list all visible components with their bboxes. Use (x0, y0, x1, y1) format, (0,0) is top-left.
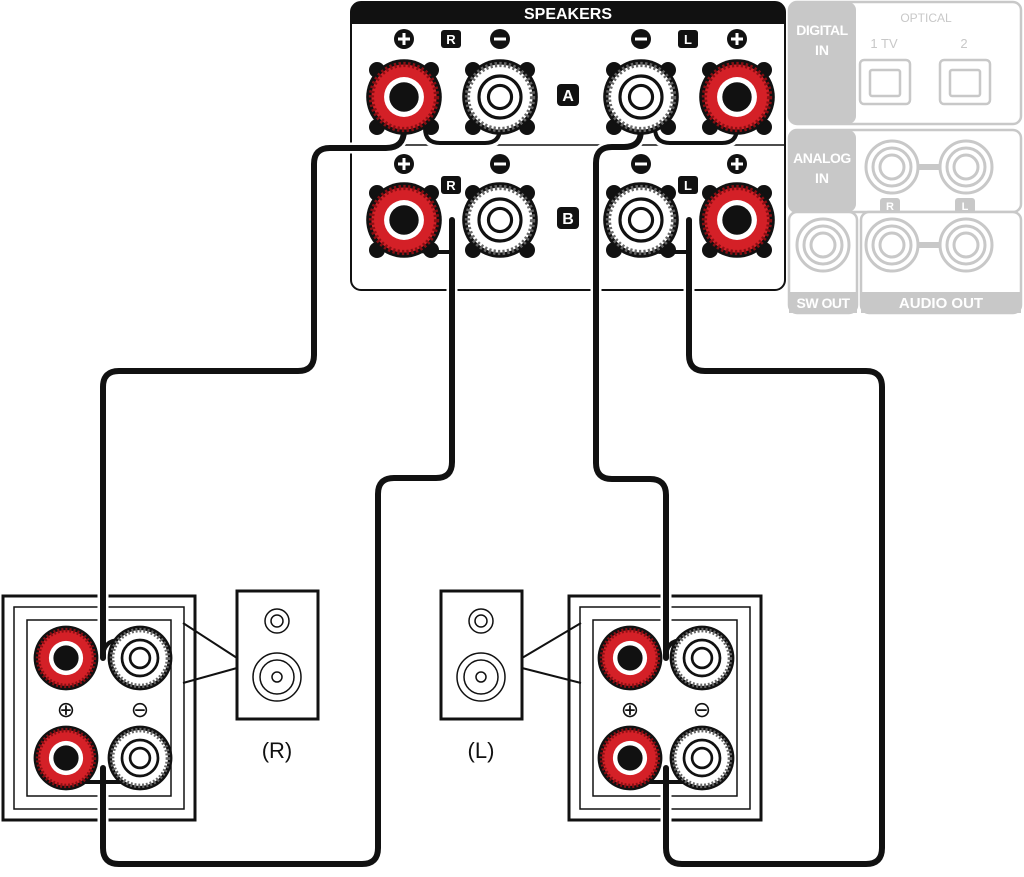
sw-out-label: SW OUT (797, 295, 851, 311)
a-right-positive-terminal[interactable] (366, 59, 442, 135)
left-minus-symbol: ⊖ (693, 697, 711, 722)
zone-b-r-label: R (446, 178, 456, 193)
digital-in-label-1: DIGITAL (796, 22, 848, 38)
left-speaker-upper-positive-terminal[interactable] (598, 626, 663, 691)
input-labels: DIGITAL IN OPTICAL 1 TV 2 ANALOG IN R L … (793, 11, 983, 312)
speakers-title: SPEAKERS (524, 6, 612, 23)
right-speaker-upper-positive-terminal[interactable] (34, 626, 99, 691)
left-tweeter (468, 608, 494, 634)
optical-2-label: 2 (960, 36, 967, 51)
right-woofer (252, 652, 302, 702)
audio-out-label: AUDIO OUT (899, 295, 983, 312)
digital-in-label-2: IN (815, 42, 829, 58)
analog-in-label-1: ANALOG (793, 150, 851, 166)
zone-b-l-label: L (684, 178, 692, 193)
wire-a-right-positive (100, 94, 407, 661)
a-right-negative-terminal[interactable] (462, 59, 538, 135)
right-speaker-upper-negative-terminal[interactable] (108, 626, 173, 691)
zone-a-symbols: R L A (394, 29, 747, 106)
audio-out-r-jack[interactable] (864, 217, 920, 273)
zone-a-label: A (562, 88, 574, 105)
a-left-positive-terminal[interactable] (699, 59, 775, 135)
left-speaker-upper-negative-terminal[interactable] (670, 626, 735, 691)
b-right-positive-terminal[interactable] (366, 182, 442, 258)
zone-b-label: B (562, 211, 574, 228)
optical-2-jack[interactable] (938, 58, 992, 106)
left-plus-symbol: ⊕ (621, 697, 639, 722)
optical-1-jack[interactable] (858, 58, 912, 106)
zone-a-l-label: L (684, 32, 692, 47)
right-speaker-lower-negative-terminal[interactable] (108, 726, 173, 791)
analog-in-label-2: IN (815, 170, 829, 186)
analog-in-r-jack[interactable] (864, 139, 920, 195)
sw-out-jack[interactable] (795, 217, 851, 273)
left-woofer (456, 652, 506, 702)
b-left-positive-terminal[interactable] (699, 182, 775, 258)
a-left-negative-terminal[interactable] (603, 59, 679, 135)
b-right-negative-terminal[interactable] (462, 182, 538, 258)
optical-1-label: 1 TV (870, 36, 898, 51)
right-minus-symbol: ⊖ (131, 697, 149, 722)
receiver-terminals (366, 59, 775, 258)
wire-b-left-positive (663, 217, 885, 867)
audio-out-l-jack[interactable] (938, 217, 994, 273)
right-tweeter (264, 608, 290, 634)
right-speaker-caption: (R) (262, 738, 293, 763)
zone-b-symbols: R L B (394, 154, 747, 229)
analog-l-label: L (962, 201, 969, 213)
right-plus-symbol: ⊕ (57, 697, 75, 722)
wire-b-right-negative (100, 217, 455, 867)
optical-label: OPTICAL (900, 11, 952, 25)
left-speaker-cabinet (439, 589, 524, 721)
analog-r-label: R (886, 201, 894, 213)
right-speaker-cabinet (235, 589, 320, 721)
zone-a-r-label: R (446, 32, 456, 47)
left-speaker-caption: (L) (468, 738, 495, 763)
wire-a-left-negative (593, 94, 669, 661)
b-left-negative-terminal[interactable] (603, 182, 679, 258)
right-speaker-lower-positive-terminal[interactable] (34, 726, 99, 791)
analog-in-l-jack[interactable] (938, 139, 994, 195)
left-speaker-lower-negative-terminal[interactable] (670, 726, 735, 791)
left-speaker-lower-positive-terminal[interactable] (598, 726, 663, 791)
